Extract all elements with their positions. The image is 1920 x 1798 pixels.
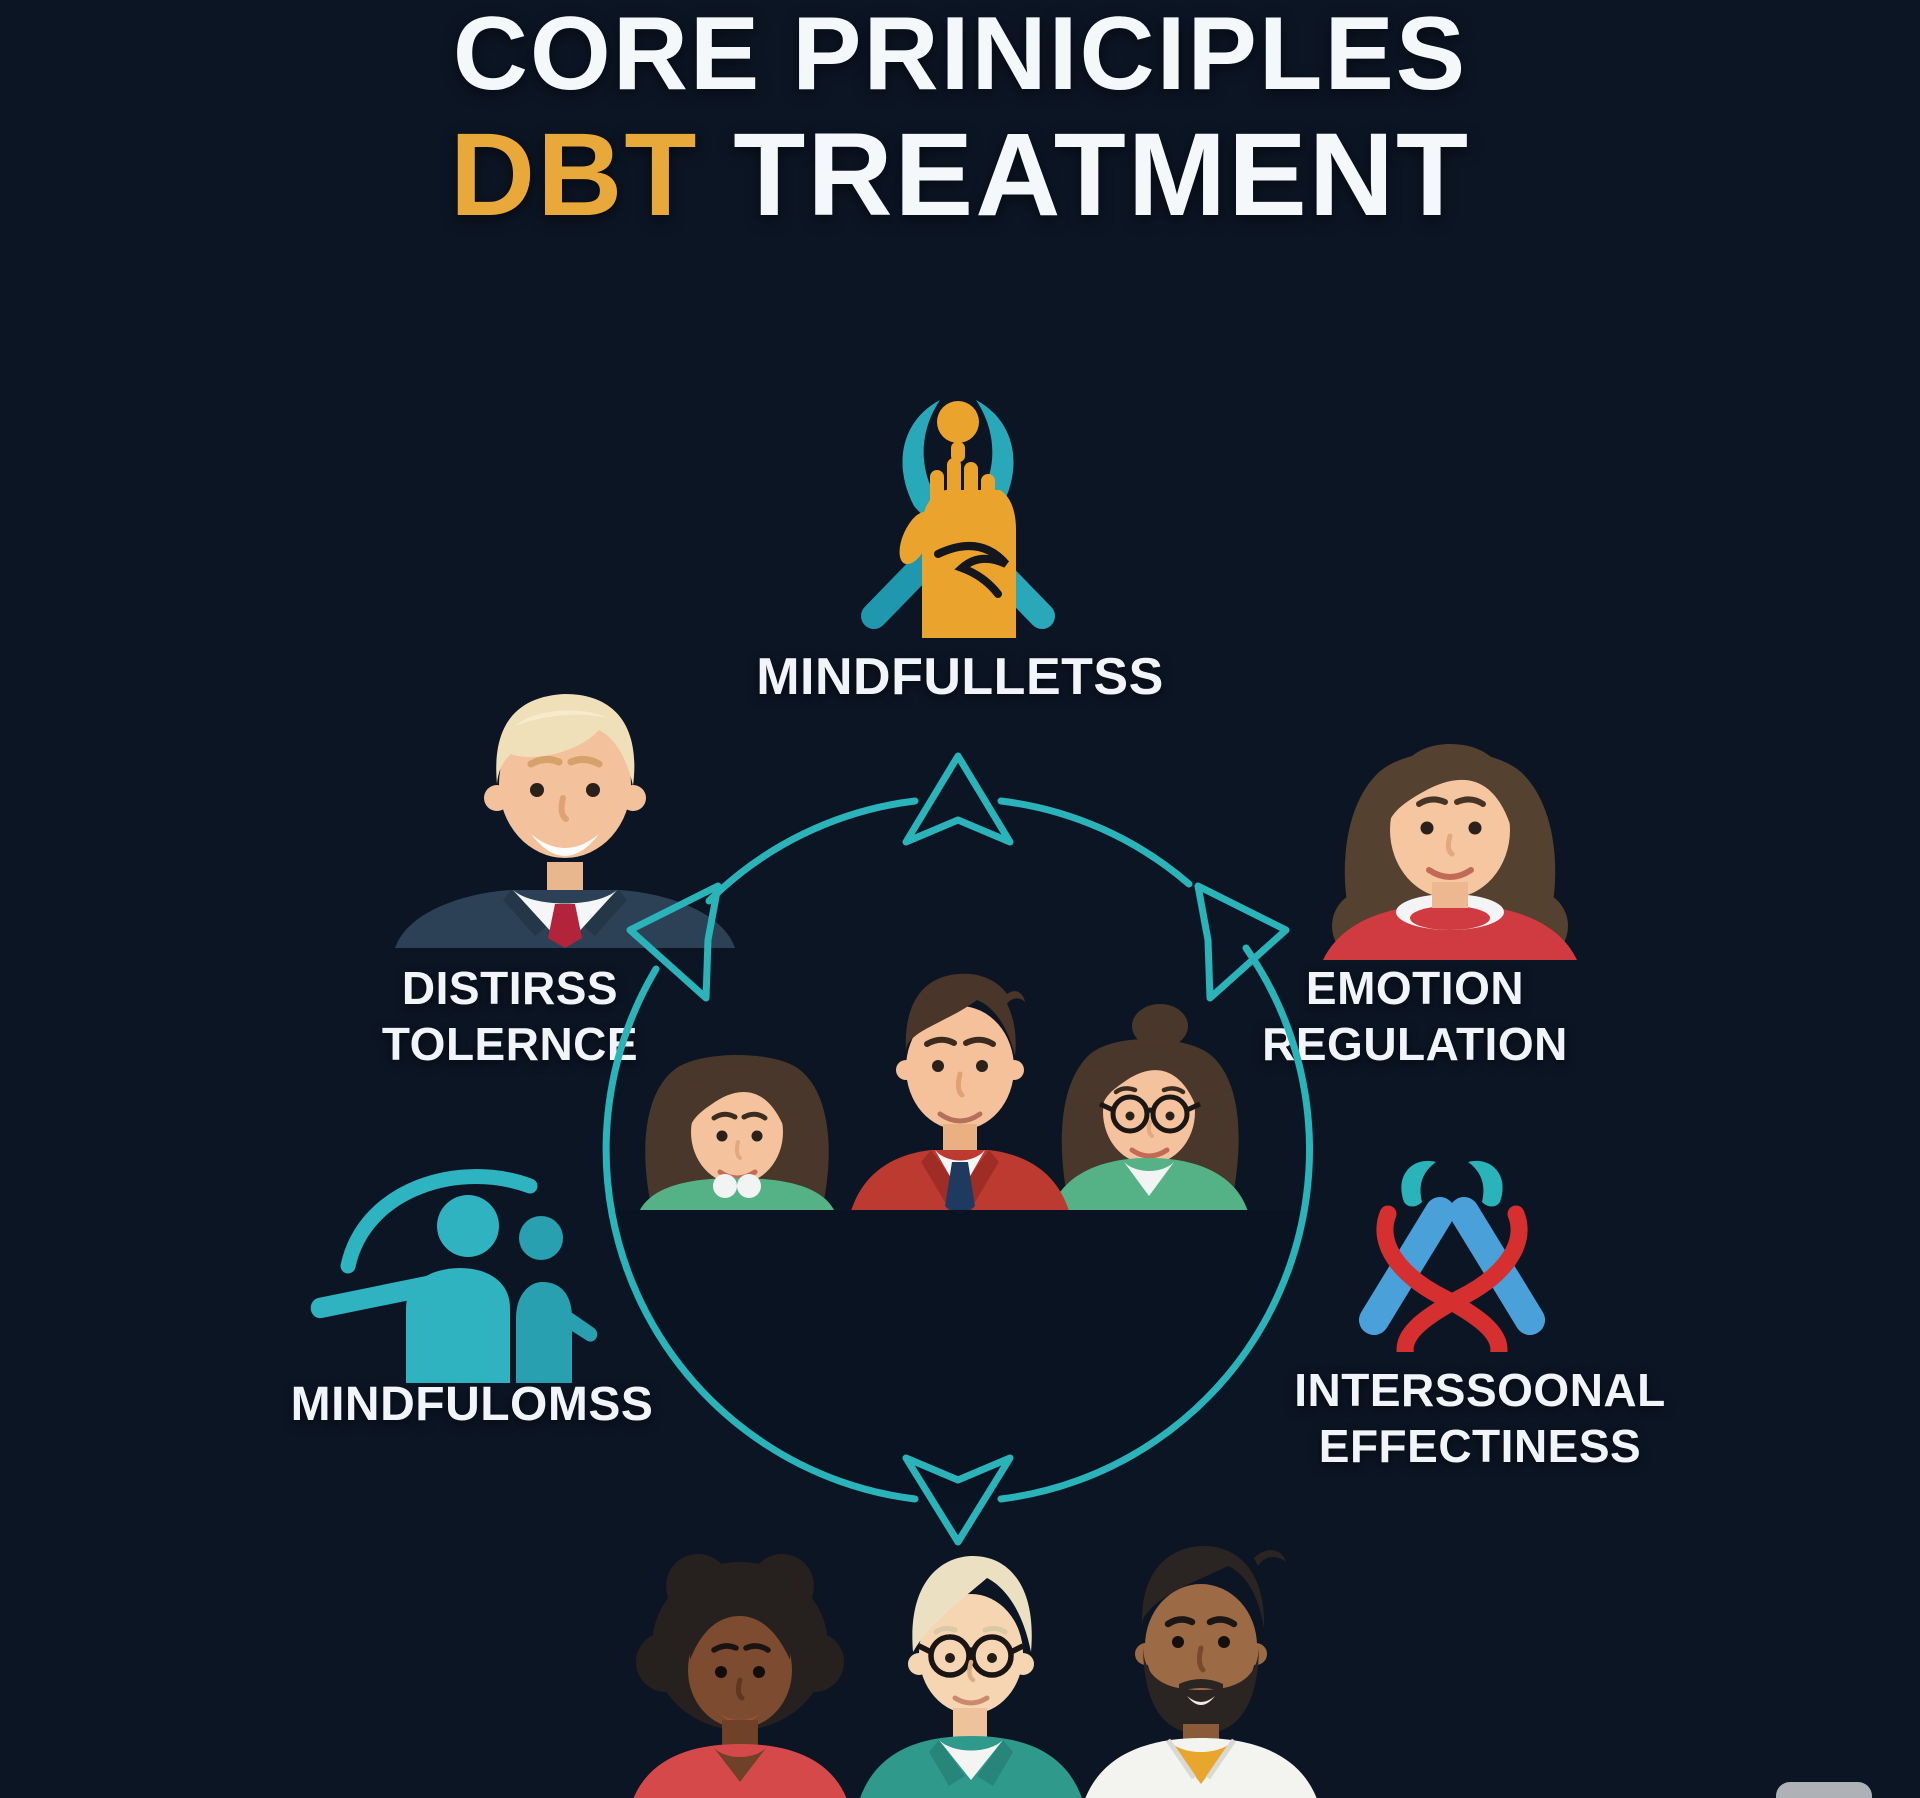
arrowhead-up-icon (902, 752, 1014, 846)
poster-title: CORE PRINICIPLES DBT TREATMENT (0, 0, 1920, 241)
man-red-jacket-avatar (851, 973, 1069, 1210)
crossed-figures-red-ribbon-icon (1359, 1160, 1545, 1352)
title-treatment: TREATMENT (733, 109, 1471, 242)
circular-cycle-arrows (602, 752, 1314, 1546)
label-interpersonal-effectiveness: INTERSSOONAL EFFECTINESS (1285, 1362, 1675, 1474)
label-distress-tolerance: DISTIRSS TOLERNCE (320, 960, 700, 1072)
round-glasses-icon (917, 1634, 1025, 1678)
label-emotion-line1: EMOTION (1305, 962, 1525, 1014)
meditation-hand-lotus-icon (861, 400, 1055, 638)
bun-glasses-woman-avatar (1050, 1004, 1248, 1210)
cropped-shape (1776, 1782, 1872, 1798)
label-distress-line2: TOLERNCE (381, 1018, 639, 1071)
label-interpersonal-line2: EFFECTINESS (1318, 1420, 1642, 1473)
blond-man-suit-avatar (395, 694, 735, 948)
bob-haircut-woman-avatar (640, 1055, 834, 1210)
round-glasses-icon (1098, 1094, 1202, 1134)
curly-hair-woman-avatar (633, 1554, 847, 1798)
label-emotion-regulation: EMOTION REGULATION (1225, 960, 1605, 1072)
title-line-2: DBT TREATMENT (0, 109, 1920, 241)
label-mindfulness-bottom: MINDFULOMSS (290, 1378, 654, 1431)
arrowhead-right-icon (1194, 882, 1290, 1002)
title-accent-dbt: DBT (449, 109, 699, 242)
label-distress-line1: DISTIRSS (401, 962, 619, 1014)
mentor-and-child-figures-icon (310, 1169, 598, 1383)
bearded-man-lab-coat-avatar (1085, 1546, 1317, 1798)
brunette-woman-red-top-avatar (1323, 744, 1577, 960)
label-interpersonal-line1: INTERSSOONAL (1294, 1364, 1666, 1416)
arrowhead-left-icon (626, 882, 722, 1002)
title-line-1: CORE PRINICIPLES (452, 0, 1468, 112)
arrowhead-down-icon (902, 1454, 1014, 1546)
elder-teal-jacket-avatar (860, 1556, 1082, 1798)
label-emotion-line2: REGULATION (1262, 1018, 1568, 1071)
label-mindfulness-top: MINDFULLETSS (756, 648, 1164, 706)
